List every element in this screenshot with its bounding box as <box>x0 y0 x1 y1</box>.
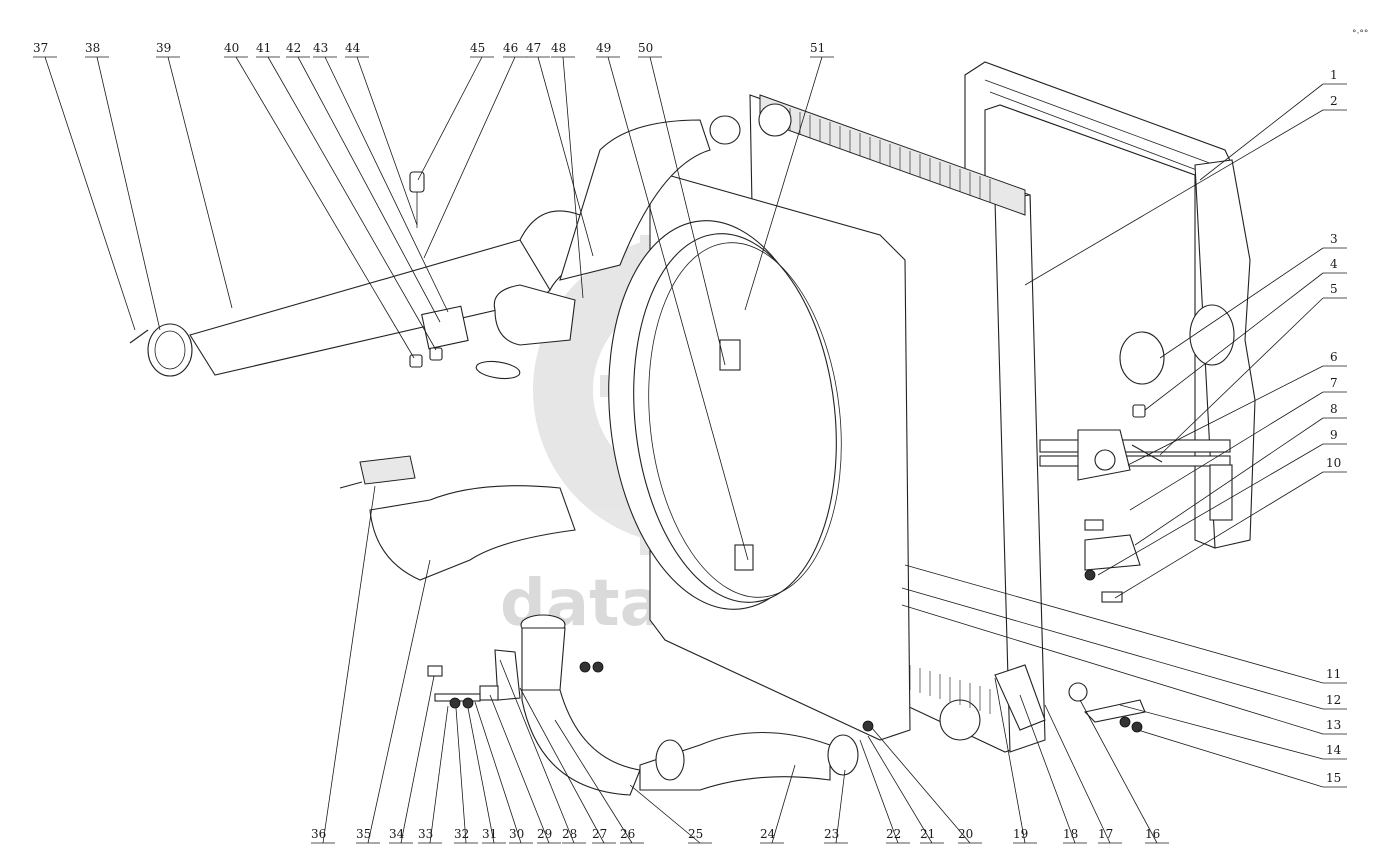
callout-43: 43 <box>313 41 328 55</box>
callout-25: 25 <box>688 827 703 841</box>
callout-28: 28 <box>562 827 577 841</box>
callout-39: 39 <box>156 41 171 55</box>
callout-10: 10 <box>1326 456 1341 470</box>
callout-45: 45 <box>470 41 485 55</box>
callout-42: 42 <box>286 41 301 55</box>
callout-34: 34 <box>389 827 405 841</box>
callout-13: 13 <box>1326 718 1341 732</box>
callout-14: 14 <box>1326 743 1342 757</box>
lower-hose-assembly <box>427 614 859 796</box>
callout-9: 9 <box>1330 428 1338 442</box>
radiator-fins-bottom <box>909 665 991 714</box>
callout-23: 23 <box>824 827 839 841</box>
callout-15: 15 <box>1326 771 1341 785</box>
callout-38: 38 <box>85 41 100 55</box>
callout-4: 4 <box>1330 257 1338 271</box>
small-hardware-right <box>994 331 1165 733</box>
callout-11: 11 <box>1326 667 1341 681</box>
callout-26: 26 <box>620 827 635 841</box>
callout-18: 18 <box>1063 827 1078 841</box>
callout-12: 12 <box>1326 693 1341 707</box>
callout-2: 2 <box>1330 94 1338 108</box>
callout-27: 27 <box>592 827 607 841</box>
callout-20: 20 <box>958 827 973 841</box>
leader-lines <box>33 56 1347 844</box>
callout-29: 29 <box>537 827 552 841</box>
callout-35: 35 <box>356 827 371 841</box>
callout-8: 8 <box>1330 402 1338 416</box>
callout-50: 50 <box>638 41 653 55</box>
callout-31: 31 <box>482 827 497 841</box>
callout-19: 19 <box>1013 827 1028 841</box>
callout-5: 5 <box>1330 282 1338 296</box>
callout-30: 30 <box>509 827 524 841</box>
callout-33: 33 <box>418 827 433 841</box>
callout-32: 32 <box>454 827 469 841</box>
callout-44: 44 <box>345 41 361 55</box>
callout-7: 7 <box>1330 376 1338 390</box>
fan-shroud <box>608 169 911 741</box>
callout-labels: 37 38 39 40 41 42 43 44 45 46 47 48 49 5… <box>33 41 1342 841</box>
callout-41: 41 <box>256 41 271 55</box>
callout-40: 40 <box>224 41 239 55</box>
callout-48: 48 <box>551 41 566 55</box>
callout-17: 17 <box>1098 827 1113 841</box>
callout-22: 22 <box>886 827 901 841</box>
callout-1: 1 <box>1330 68 1338 82</box>
corner-mark: °·°° <box>1352 29 1368 39</box>
callout-3: 3 <box>1330 232 1338 246</box>
callout-37: 37 <box>33 41 48 55</box>
callout-51: 51 <box>810 41 825 55</box>
callout-47: 47 <box>526 41 541 55</box>
lower-intake-hose <box>339 455 576 581</box>
callout-6: 6 <box>1330 350 1338 364</box>
callout-16: 16 <box>1145 827 1160 841</box>
callout-46: 46 <box>503 41 518 55</box>
callout-21: 21 <box>920 827 935 841</box>
callout-49: 49 <box>596 41 611 55</box>
callout-36: 36 <box>311 827 326 841</box>
callout-24: 24 <box>760 827 776 841</box>
